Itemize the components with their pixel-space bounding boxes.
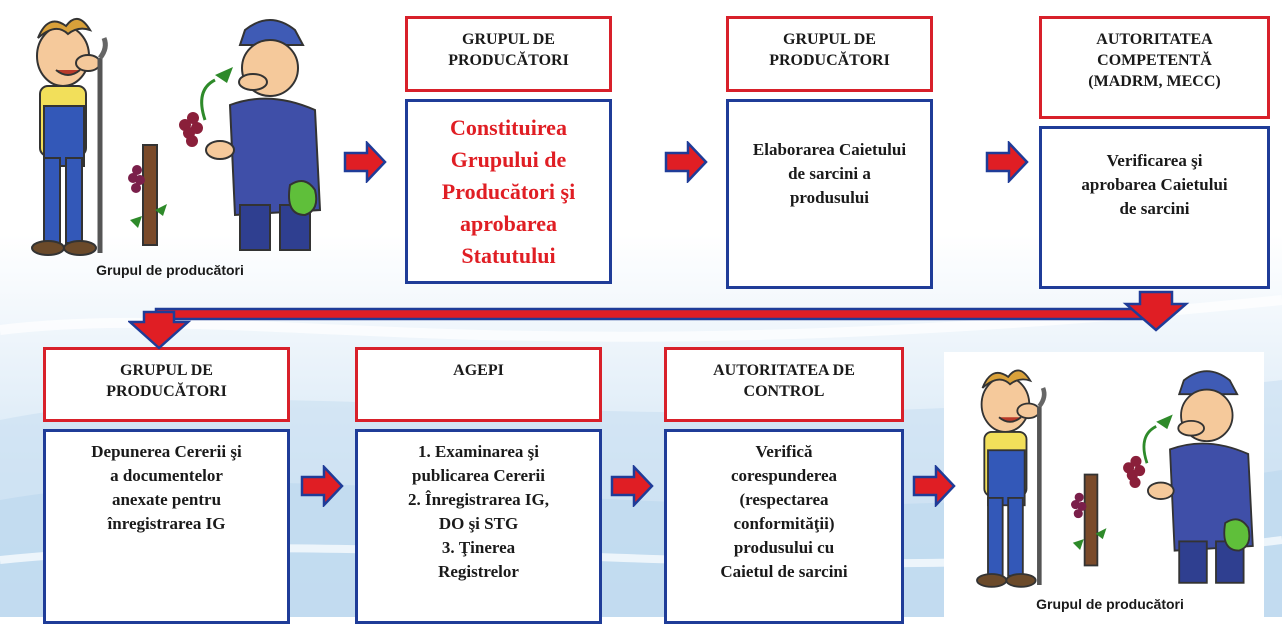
right-arrow-icon (912, 465, 956, 507)
grapevine-post-icon (128, 144, 167, 246)
header-step-6: AUTORITATEA DE CONTROL (664, 347, 904, 422)
header-step-5: AGEPI (355, 347, 602, 422)
header-step-2: GRUPUL DE PRODUCĂTORI (726, 16, 933, 92)
body-step-4: Depunerea Cererii şi a documentelor anex… (43, 429, 290, 624)
header-step-3: AUTORITATEA COMPETENTĂ (MADRM, MECC) (1039, 16, 1270, 119)
caption-top-left: Grupul de producători (96, 262, 244, 278)
body-step-5: 1. Examinarea şi publicarea Cererii 2. Î… (355, 429, 602, 624)
body-step-2: Elaborarea Caietului de sarcini a produs… (726, 99, 933, 289)
body-step-1: Constituirea Grupului de Producători şi … (405, 99, 612, 284)
right-arrow-icon (664, 141, 708, 183)
connector-line (128, 290, 1190, 350)
right-arrow-icon (985, 141, 1029, 183)
farmer-with-hoe-icon (31, 18, 108, 256)
body-step-3: Verificarea şi aprobarea Caietului de sa… (1039, 126, 1270, 289)
down-arrow-icon (1122, 290, 1190, 332)
right-arrow-icon (343, 141, 387, 183)
farmer-with-grapes-icon (1123, 370, 1254, 584)
farmer-with-hoe-icon (976, 369, 1047, 588)
grapevine-post-icon (1071, 473, 1107, 567)
down-arrow-icon (128, 310, 192, 350)
right-arrow-icon (610, 465, 654, 507)
caption-bottom-right: Grupul de producători (1036, 596, 1184, 612)
right-arrow-icon (300, 465, 344, 507)
body-step-6: Verifică corespunderea (respectarea conf… (664, 429, 904, 624)
header-step-4: GRUPUL DE PRODUCĂTORI (43, 347, 290, 422)
header-step-1: GRUPUL DE PRODUCĂTORI (405, 16, 612, 92)
farmer-with-grapes-icon (179, 19, 322, 251)
